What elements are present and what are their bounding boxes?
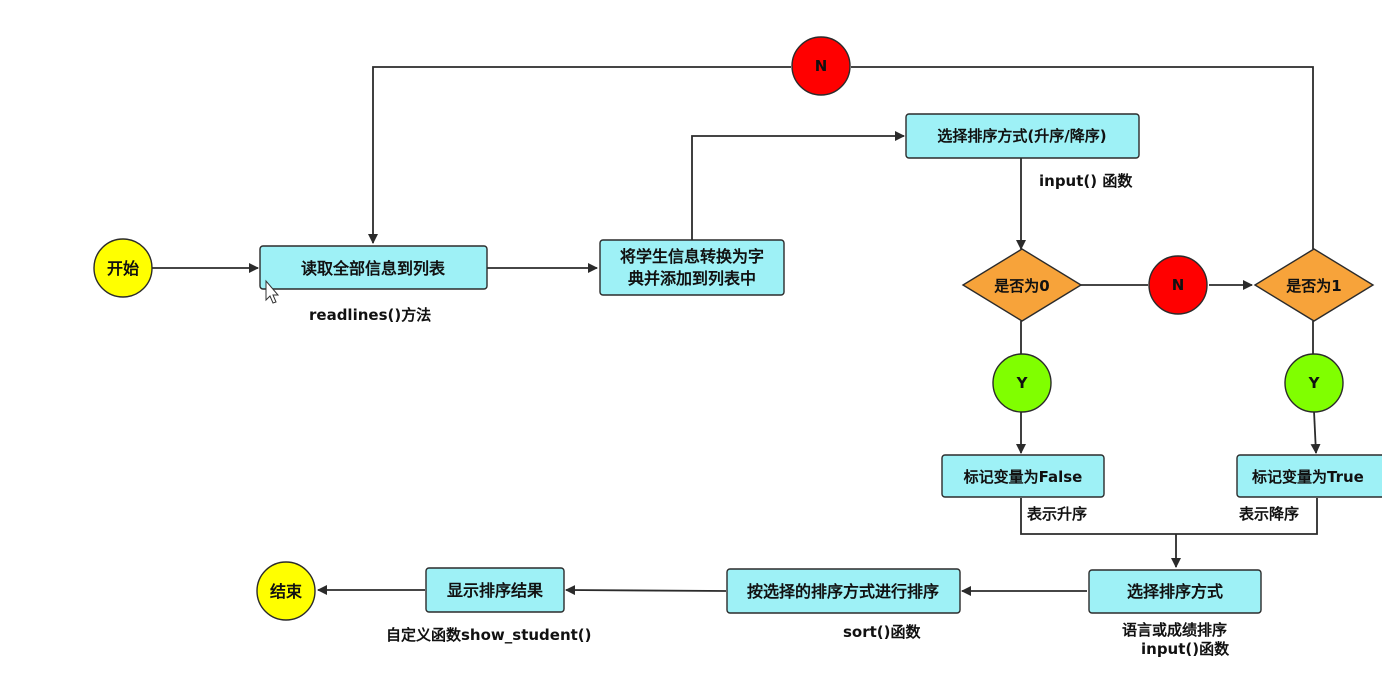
do-sort-box — [726, 568, 961, 614]
no-mid-label: N — [1172, 276, 1185, 294]
show-result-label: 显示排序结果 — [447, 581, 543, 600]
readlines-annotation: readlines()方法 — [309, 306, 431, 324]
yes-right-label: Y — [1308, 374, 1321, 392]
mark-false-label: 标记变量为False — [963, 468, 1083, 486]
custom-func-annotation: 自定义函数show_student() — [386, 626, 592, 644]
show-result-box — [425, 567, 565, 613]
sort-annotation: sort()函数 — [843, 623, 922, 641]
mark-true-box — [1236, 454, 1382, 498]
yes-left-circle — [992, 353, 1052, 413]
mark-false-box — [941, 454, 1105, 498]
is-one-label: 是否为1 — [1285, 277, 1341, 295]
choose-sort-box — [1088, 569, 1262, 614]
choose-order-label: 选择排序方式(升序/降序) — [937, 127, 1106, 145]
choose-sort-label: 选择排序方式 — [1127, 582, 1223, 601]
is-zero-diamond — [961, 248, 1083, 322]
arrow-convert-to-choose-order — [691, 131, 905, 240]
desc-annotation: 表示降序 — [1239, 505, 1299, 523]
connectors — [152, 66, 1321, 596]
yes-right-circle — [1284, 353, 1344, 413]
end-node — [256, 561, 316, 621]
no-mid-circle — [1148, 255, 1208, 315]
arrow-y-to-mark-true — [1310, 410, 1321, 454]
end-label: 结束 — [269, 582, 303, 601]
line-merge-marks — [1020, 498, 1318, 535]
input-annotation: input() 函数 — [1039, 172, 1133, 190]
arrow-do-sort-to-show — [565, 585, 727, 596]
yes-left-label: Y — [1016, 374, 1029, 392]
is-one-diamond — [1253, 248, 1375, 322]
convert-box — [599, 239, 785, 296]
do-sort-label: 按选择的排序方式进行排序 — [747, 582, 939, 601]
asc-annotation: 表示升序 — [1027, 505, 1087, 523]
is-zero-label: 是否为0 — [993, 277, 1049, 295]
start-node — [93, 238, 153, 298]
read-all-box — [259, 245, 488, 290]
input2-annotation: input()函数 — [1141, 640, 1230, 658]
mark-true-label: 标记变量为True — [1251, 468, 1364, 486]
no-top-circle — [791, 36, 851, 96]
no-top-label: N — [815, 57, 828, 75]
lang-score-annotation: 语言或成绩排序 — [1122, 621, 1227, 639]
convert-label-line1: 将学生信息转换为字 — [620, 247, 764, 266]
line-is-one-back-top — [851, 66, 1314, 249]
read-all-label: 读取全部信息到列表 — [301, 259, 446, 278]
mouse-cursor-icon — [265, 279, 280, 304]
arrow-top-n-to-read — [368, 66, 791, 244]
convert-label-line2: 典并添加到列表中 — [628, 269, 756, 288]
choose-order-box — [905, 113, 1140, 159]
start-label: 开始 — [107, 259, 139, 278]
